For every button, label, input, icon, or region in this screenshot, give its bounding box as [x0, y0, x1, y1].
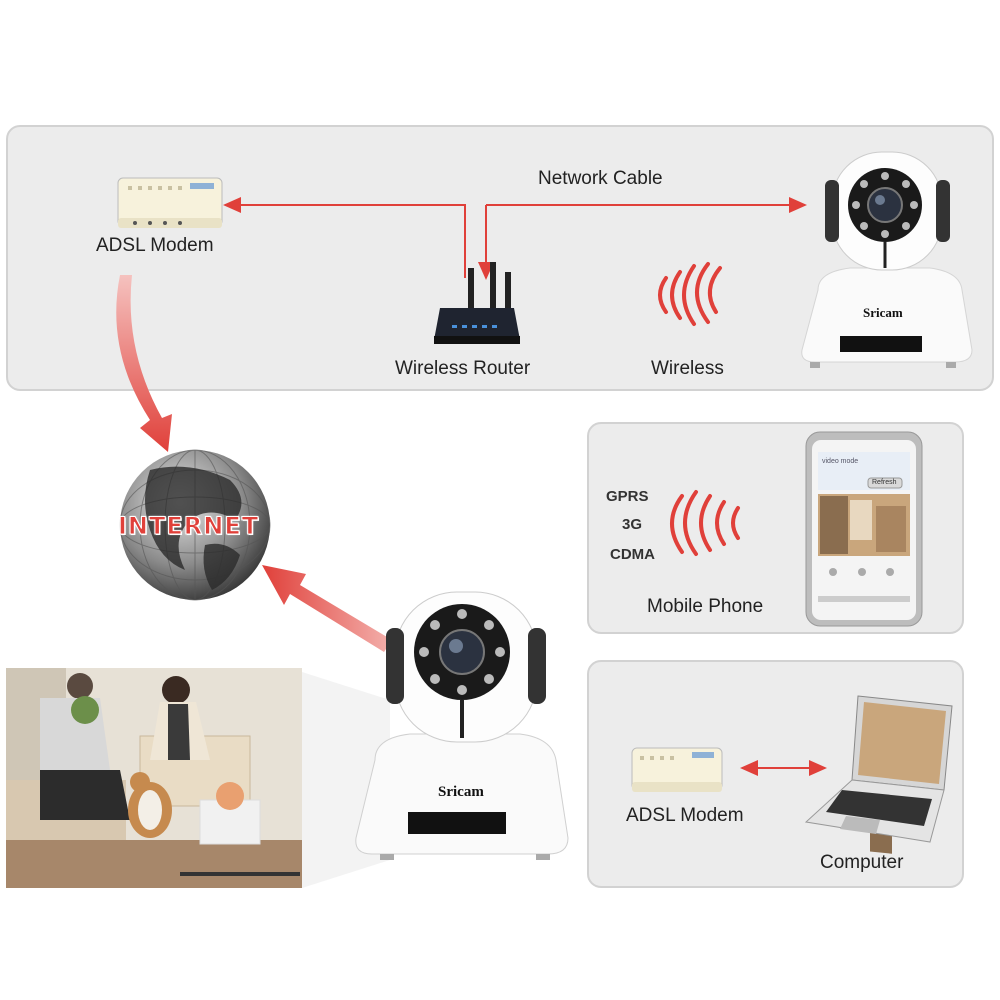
computer-label: Computer — [820, 852, 904, 873]
network-cdma: CDMA — [610, 546, 655, 563]
internet-label: INTERNET — [117, 512, 260, 541]
mobile-phone-label: Mobile Phone — [647, 596, 764, 617]
phone-screen-title: video mode — [822, 458, 859, 465]
wireless-signal-icon — [658, 262, 722, 326]
adsl-modem-top-label: ADSL Modem — [96, 235, 214, 256]
wireless-router-image — [434, 262, 520, 344]
camera-to-internet-arrow — [262, 565, 392, 652]
network-cable-lines — [223, 197, 807, 280]
internet-globe — [119, 449, 271, 601]
adsl-modem-bottom-label: ADSL Modem — [626, 805, 744, 826]
network-gprs: GPRS — [606, 488, 649, 505]
camera-top-brand: Sricam — [863, 305, 903, 320]
wireless-label: Wireless — [651, 358, 724, 379]
phone-refresh-button: Refresh — [872, 479, 897, 486]
adsl-modem-bottom-image — [631, 747, 723, 792]
living-room-photo — [6, 668, 390, 888]
modem-to-internet-arrow — [116, 275, 172, 452]
adsl-modem-top-image — [117, 177, 223, 228]
laptop-image — [804, 695, 953, 854]
mobile-phone-image — [805, 431, 923, 627]
camera-main-image — [355, 591, 569, 860]
camera-main-brand: Sricam — [438, 784, 484, 800]
network-3g: 3G — [622, 516, 643, 533]
wireless-router-label: Wireless Router — [395, 358, 531, 379]
mobile-signal-icon — [670, 490, 740, 556]
network-cable-label: Network Cable — [538, 168, 663, 189]
camera-top-image — [801, 151, 973, 368]
